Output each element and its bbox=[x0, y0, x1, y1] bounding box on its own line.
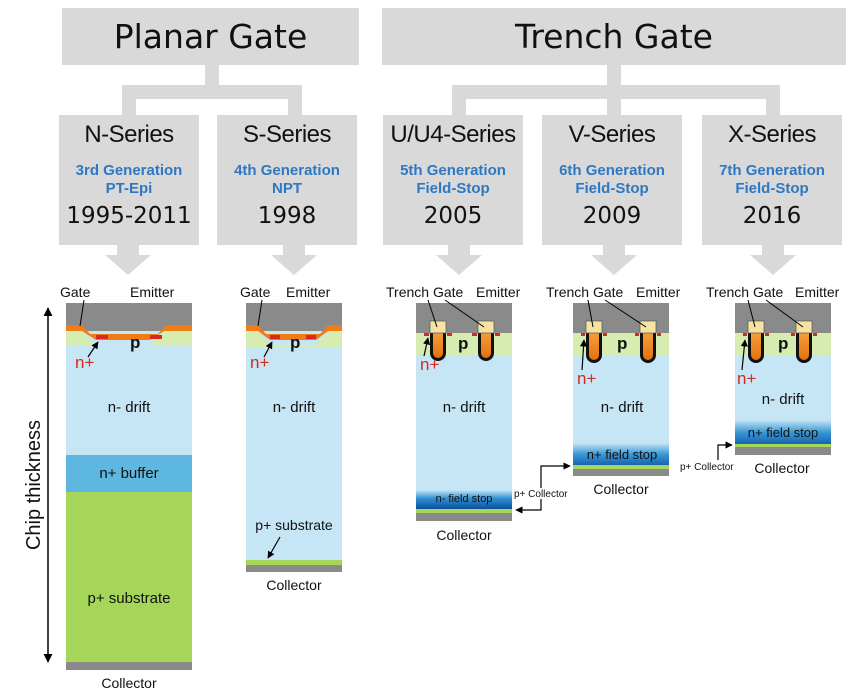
v-series-cross-section: Trench Gate Emitter p n+ n- drift n+ fie… bbox=[514, 284, 681, 514]
trench-gate-label: Trench Gate bbox=[706, 284, 784, 300]
p-substrate-label: p+ substrate bbox=[255, 517, 333, 533]
collector-label: Collector bbox=[266, 577, 322, 593]
series-generation: 4th Generation bbox=[234, 162, 340, 179]
p-collector-label: p+ Collector bbox=[680, 462, 734, 473]
n-plus-label: n+ bbox=[250, 353, 269, 372]
series-name: U/U4-Series bbox=[390, 121, 516, 148]
series-years: 1998 bbox=[257, 203, 317, 229]
planar-gate-title: Planar Gate bbox=[113, 17, 308, 56]
n-plus-label: n+ bbox=[737, 369, 756, 388]
card-s-series: S-Series 4th Generation NPT 1998 bbox=[217, 115, 357, 245]
series-structure: Field-Stop bbox=[575, 180, 649, 197]
collector-label: Collector bbox=[436, 527, 492, 543]
emitter-label: Emitter bbox=[286, 284, 331, 300]
p-label: p bbox=[290, 333, 300, 352]
series-years: 2016 bbox=[742, 203, 802, 229]
series-generation: 3rd Generation bbox=[75, 162, 183, 179]
p-label: p bbox=[458, 334, 468, 353]
card-x-series: X-Series 7th Generation Field-Stop 2016 bbox=[702, 115, 842, 245]
n-field-stop-label: n+ field stop bbox=[587, 447, 657, 462]
p-collector-label: p+ Collector bbox=[514, 489, 568, 500]
n-drift-label: n- drift bbox=[601, 399, 644, 416]
n-drift-label: n- drift bbox=[443, 399, 486, 416]
planar-gate-header: Planar Gate bbox=[62, 8, 359, 65]
s-series-cross-section: Gate Emitter p n+ n- drift p+ substrate … bbox=[240, 284, 342, 593]
series-name: V-Series bbox=[568, 121, 656, 148]
p-label: p bbox=[617, 334, 627, 353]
n-buffer-label: n+ buffer bbox=[99, 465, 158, 482]
collector-label: Collector bbox=[101, 675, 157, 691]
series-structure: Field-Stop bbox=[416, 180, 490, 197]
collector-label: Collector bbox=[754, 460, 810, 476]
emitter-label: Emitter bbox=[130, 284, 175, 300]
n-plus-label: n+ bbox=[577, 369, 596, 388]
series-name: N-Series bbox=[84, 121, 174, 148]
n-drift-label: n- drift bbox=[762, 391, 805, 408]
card-v-series: V-Series 6th Generation Field-Stop 2009 bbox=[542, 115, 682, 245]
p-substrate-label: p+ substrate bbox=[88, 590, 171, 607]
n-field-stop-label: n- field stop bbox=[436, 493, 493, 505]
trench-gate-label: Trench Gate bbox=[386, 284, 464, 300]
series-name: X-Series bbox=[727, 121, 817, 148]
trench-gate-title: Trench Gate bbox=[515, 17, 713, 56]
trench-gate-header: Trench Gate bbox=[382, 8, 846, 65]
n-drift-label: n- drift bbox=[273, 399, 316, 416]
emitter-label: Emitter bbox=[795, 284, 840, 300]
chip-thickness-label: Chip thickness bbox=[23, 420, 45, 550]
series-structure: PT-Epi bbox=[105, 180, 153, 197]
trench-gate-label: Trench Gate bbox=[546, 284, 624, 300]
n-series-cross-section: Gate Emitter p n+ n- drift n+ buffer p+ … bbox=[60, 284, 192, 691]
p-label: p bbox=[130, 333, 140, 352]
emitter-label: Emitter bbox=[476, 284, 521, 300]
n-plus-label: n+ bbox=[75, 353, 94, 372]
series-years: 2005 bbox=[423, 203, 483, 229]
series-name: S-Series bbox=[242, 121, 332, 148]
p-label: p bbox=[778, 334, 788, 353]
series-generation: 7th Generation bbox=[719, 162, 825, 179]
collector-label: Collector bbox=[593, 481, 649, 497]
x-series-cross-section: Trench Gate Emitter p n+ n- drift n+ fie… bbox=[680, 284, 840, 476]
series-generation: 5th Generation bbox=[400, 162, 506, 179]
n-field-stop-label: n+ field stop bbox=[748, 425, 818, 440]
gate-label: Gate bbox=[240, 284, 271, 300]
card-n-series: N-Series 3rd Generation PT-Epi 1995-2011 bbox=[59, 115, 199, 245]
series-generation: 6th Generation bbox=[559, 162, 665, 179]
n-drift-label: n- drift bbox=[108, 399, 151, 416]
u-series-cross-section: Trench Gate Emitter p n+ n- drift n- fie… bbox=[386, 284, 521, 543]
series-years: 1995-2011 bbox=[66, 203, 192, 229]
n-plus-label: n+ bbox=[420, 355, 439, 374]
series-structure: Field-Stop bbox=[735, 180, 809, 197]
emitter-label: Emitter bbox=[636, 284, 681, 300]
gate-label: Gate bbox=[60, 284, 91, 300]
series-structure: NPT bbox=[272, 180, 302, 197]
series-years: 2009 bbox=[582, 203, 642, 229]
card-u-series: U/U4-Series 5th Generation Field-Stop 20… bbox=[383, 115, 523, 245]
chip-thickness-indicator: Chip thickness bbox=[23, 307, 53, 663]
